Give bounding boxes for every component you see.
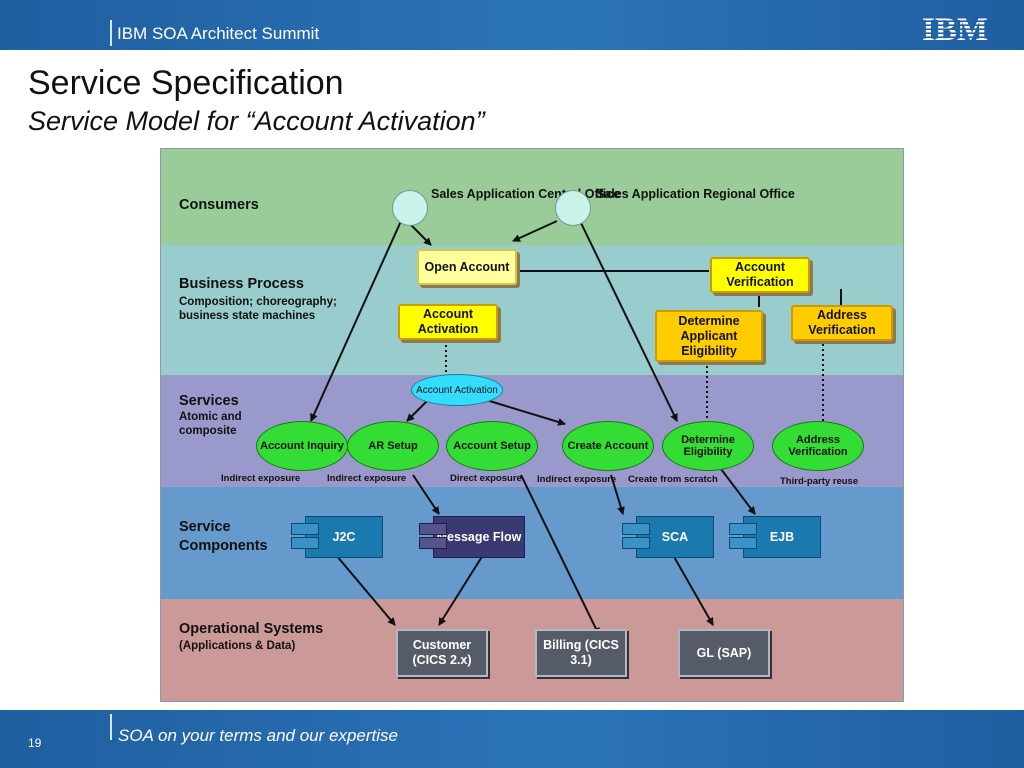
arrow-eligibility-to-ejb: [720, 468, 756, 515]
account-activation-process: Account Activation: [398, 304, 498, 340]
exposure-label: Direct exposure: [450, 473, 522, 484]
operational-systems-label: Operational Systems: [179, 621, 324, 637]
arrow-message-flow-to-customer: [438, 554, 484, 626]
sca-component-tab: [622, 523, 650, 535]
arrow-composite-to-ar-setup: [406, 398, 430, 422]
message-flow-component-tab: [419, 523, 447, 535]
consumer-central-label: Sales Application Central Office: [431, 187, 621, 201]
exposure-label: Indirect exposure: [327, 473, 407, 484]
header-divider: [110, 20, 112, 46]
arrow-sca-to-gl: [672, 554, 714, 626]
account-verification-process: Account Verification: [710, 257, 810, 293]
connector-layer: [310, 220, 842, 636]
account-inquiry-service: Account Inquiry: [256, 421, 348, 471]
arrow-central-to-account-inquiry: [310, 220, 402, 422]
ejb-component-tab: [729, 537, 757, 549]
sca-component-tab: [622, 537, 650, 549]
services-label: Services: [179, 393, 239, 409]
j2c-component-tab: [291, 523, 319, 535]
billing-system: Billing (CICS 3.1): [535, 629, 627, 677]
service-components-label: Service Components: [179, 519, 268, 554]
operational-systems-layer: [161, 599, 903, 701]
message-flow-component-tab: [419, 537, 447, 549]
arrow-ar-setup-to-message-flow: [412, 474, 440, 515]
exposure-label: Indirect exposure: [221, 473, 301, 484]
create-account-service: Create Account: [562, 421, 654, 471]
ar-setup-service: AR Setup: [347, 421, 439, 471]
slide-title: Service Specification: [28, 64, 344, 102]
exposure-label: Third-party reuse: [780, 476, 859, 487]
operational-systems-sublabel: (Applications & Data): [179, 640, 296, 652]
arrow-j2c-to-customer: [335, 554, 396, 626]
ibm-logo: IBM: [922, 12, 988, 44]
consumer-regional-label: Sales Application Regional Office: [596, 187, 795, 201]
consumer-regional-node: [555, 190, 591, 226]
exposure-label: Create from scratch: [628, 474, 718, 485]
arrow-account-setup-to-billing: [520, 474, 600, 636]
open-account-process: Open Account: [417, 249, 517, 285]
page-number: 19: [28, 736, 42, 750]
event-title: IBM SOA Architect Summit: [117, 24, 320, 43]
consumers-label: Consumers: [179, 197, 259, 213]
svg-text:IBM: IBM: [922, 12, 988, 44]
footer-bar: 19 SOA on your terms and our expertise: [0, 710, 1024, 768]
services-sublabel: Atomic and composite: [179, 411, 242, 437]
header-bar: IBM SOA Architect Summit IBM: [0, 0, 1024, 50]
arrow-central-to-open-account: [408, 222, 432, 246]
determine-eligibility-process: Determine Applicant Eligibility: [655, 310, 763, 362]
consumers-layer: [161, 149, 903, 245]
service-model-diagram: Consumers Business Process Composition; …: [160, 148, 904, 702]
ejb-component-tab: [729, 523, 757, 535]
arrow-regional-to-open-account: [512, 220, 558, 242]
arrow-composite-to-create-account: [482, 398, 566, 426]
customer-system: Customer (CICS 2.x): [396, 629, 488, 677]
arrow-create-account-to-sca: [610, 474, 625, 515]
account-setup-service: Account Setup: [446, 421, 538, 471]
arrow-regional-to-determine-eligibility: [580, 222, 678, 422]
j2c-component-tab: [291, 537, 319, 549]
slide-subtitle: Service Model for “Account Activation”: [28, 106, 485, 136]
gl-system: GL (SAP): [678, 629, 770, 677]
determine-eligibility-service: Determine Eligibility: [662, 421, 754, 471]
footer-divider: [110, 714, 112, 740]
business-process-label: Business Process: [179, 276, 304, 292]
footer-tagline: SOA on your terms and our expertise: [118, 726, 399, 745]
address-verification-service: Address Verification: [772, 421, 864, 471]
message-flow-component: Message Flow: [433, 516, 525, 558]
account-activation-composite-service: Account Activation: [411, 374, 503, 406]
consumer-central-node: [392, 190, 428, 226]
business-process-sublabel: Composition; choreography; business stat…: [179, 296, 337, 322]
address-verification-process: Address Verification: [791, 305, 893, 341]
exposure-label: Indirect exposure: [537, 474, 617, 485]
